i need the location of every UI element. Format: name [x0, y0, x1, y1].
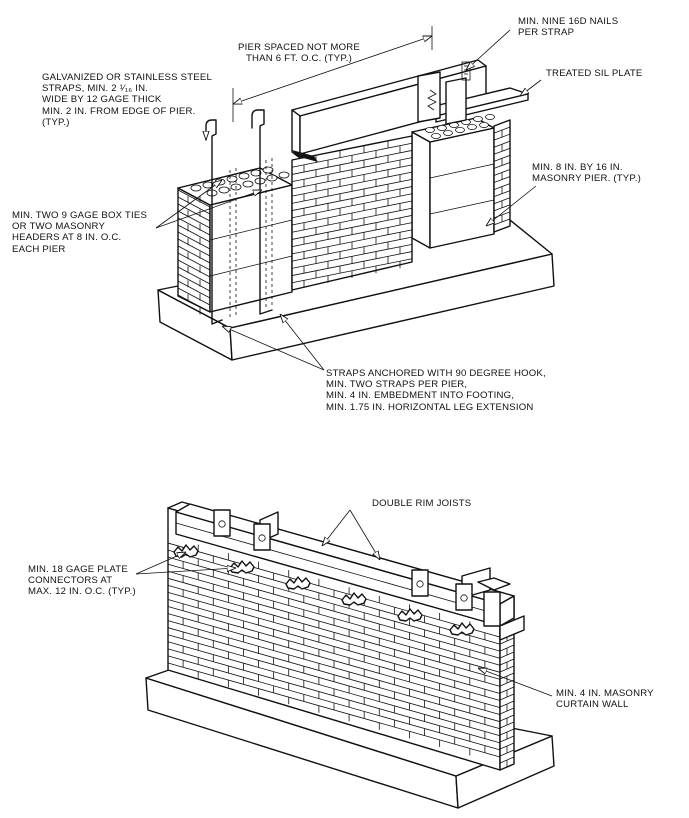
pier-side-course: [177, 238, 211, 257]
block-core: [467, 124, 477, 131]
pier-side-course: [177, 294, 211, 313]
straps-anchored-label: STRAPS ANCHORED WITH 90 DEGREE HOOK, MIN…: [326, 368, 546, 413]
pier-side-course: [177, 266, 211, 285]
pier-side-course: [177, 245, 211, 264]
pier-spacing-label: PIER SPACED NOT MORE THAN 6 FT. O.C. (TY…: [238, 42, 360, 65]
bolt-hole: [460, 594, 468, 602]
sill-plate-label: TREATED SIL PLATE: [546, 68, 643, 79]
right-masonry-pier: [411, 114, 495, 249]
block-core: [485, 114, 495, 121]
brick-wall: [291, 119, 511, 291]
block-core: [190, 184, 202, 192]
bottom-leaders: [135, 509, 553, 697]
pier-side-course: [177, 252, 211, 271]
pier-side-course: [177, 231, 211, 250]
pier-side-course: [177, 280, 211, 299]
masonry-pier-label: MIN. 8 IN. BY 16 IN. MASONRY PIER. (TYP.…: [532, 162, 642, 185]
block-core: [278, 171, 290, 179]
plate-connector: [341, 592, 367, 606]
plate-connector: [285, 576, 311, 590]
box-ties-label: MIN. TWO 9 GAGE BOX TIES OR TWO MASONRY …: [12, 210, 148, 255]
block-core: [242, 180, 254, 188]
plate-connector: [449, 622, 475, 636]
pier-side-course: [177, 203, 211, 222]
block-core: [431, 132, 441, 139]
pier-side-course: [177, 217, 211, 236]
steel-straps: [205, 109, 273, 325]
straps-label: GALVANIZED OR STAINLESS STEEL STRAPS, MI…: [42, 72, 213, 128]
block-core: [238, 172, 250, 180]
block-core: [226, 175, 238, 183]
pier-band: [209, 219, 293, 241]
block-core: [250, 169, 262, 177]
curtain-wall-drawing: [135, 501, 555, 809]
pier-band: [429, 127, 495, 143]
pier-band: [429, 163, 495, 179]
bolt-hole: [416, 580, 424, 588]
block-core: [473, 116, 483, 123]
bolt-hole: [258, 534, 266, 542]
top-leaders: [155, 26, 542, 371]
block-core: [425, 127, 435, 134]
pier-side-course: [177, 224, 211, 243]
block-core: [479, 122, 489, 129]
pier-side-course: [177, 189, 211, 208]
nails-label: MIN. NINE 16D NAILS PER STRAP: [518, 16, 619, 39]
pier-side-course: [177, 210, 211, 229]
pier-band: [429, 199, 495, 215]
block-core: [455, 127, 465, 134]
pier-band: [209, 255, 293, 277]
rim-strap: [483, 591, 501, 627]
block-core: [262, 166, 274, 174]
plate-connector: [397, 608, 423, 622]
block-core: [443, 129, 453, 136]
pier-band: [209, 184, 293, 206]
plate-connectors-label: MIN. 18 GAGE PLATE CONNECTORS AT MAX. 12…: [28, 564, 136, 598]
left-masonry-pier: [177, 166, 293, 315]
block-core: [437, 125, 447, 132]
pier-side-course: [177, 287, 211, 306]
rim-straps: [213, 509, 501, 627]
pier-side-course: [177, 196, 211, 215]
curtain-wall-label: MIN. 4 IN. MASONRY CURTAIN WALL: [556, 688, 654, 711]
pier-side-course: [177, 273, 211, 292]
rim-joists-label: DOUBLE RIM JOISTS: [372, 498, 472, 509]
block-core: [218, 186, 230, 194]
pier-wall-drawing: [155, 26, 555, 371]
bolt-hole: [218, 520, 226, 528]
pier-side-course: [177, 259, 211, 278]
